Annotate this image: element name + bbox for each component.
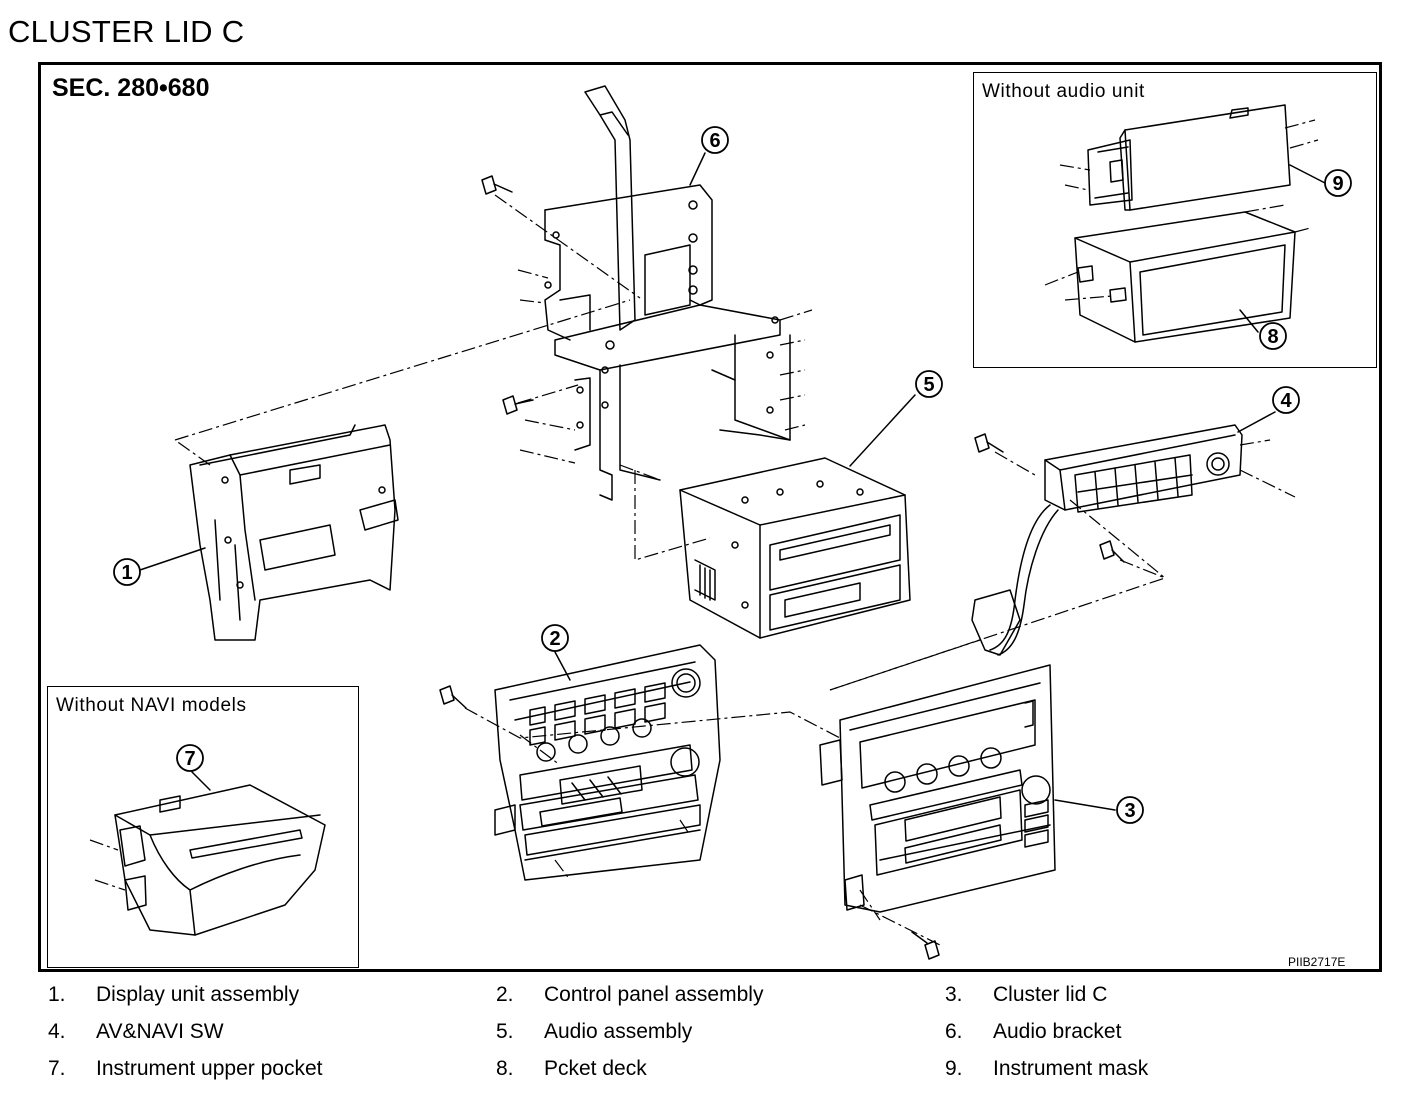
legend-number: 1. bbox=[48, 983, 66, 1006]
legend-label: AV&NAVI SW bbox=[96, 1020, 224, 1043]
callout-1: 1 bbox=[113, 558, 141, 586]
svg-text:4: 4 bbox=[1280, 390, 1292, 412]
callout-9: 9 bbox=[1324, 169, 1352, 197]
pocket-deck-part bbox=[1074, 211, 1296, 343]
legend-label: Audio assembly bbox=[544, 1020, 693, 1043]
figure-code: PIIB2717E bbox=[1288, 955, 1346, 969]
legend-label: Audio bracket bbox=[993, 1020, 1122, 1043]
diagram-frame bbox=[38, 62, 1382, 972]
legend-label: Pcket deck bbox=[544, 1057, 647, 1080]
audio-bracket-part bbox=[544, 85, 791, 501]
callout-2: 2 bbox=[541, 624, 569, 652]
control-panel-part bbox=[494, 644, 721, 881]
callout-6: 6 bbox=[701, 126, 729, 154]
legend-number: 3. bbox=[945, 983, 963, 1006]
legend-label: Control panel assembly bbox=[544, 983, 764, 1006]
svg-text:8: 8 bbox=[1267, 326, 1278, 348]
cluster-lid-part bbox=[819, 664, 1056, 913]
svg-text:2: 2 bbox=[549, 628, 560, 650]
legend-number: 2. bbox=[496, 983, 514, 1006]
instrument-mask-part bbox=[1087, 104, 1291, 211]
callouts: 1 2 3 4 5 6 7 8 9 bbox=[113, 126, 1352, 824]
inset-without-audio-unit: Without audio unit bbox=[973, 72, 1377, 368]
inset-audio-title: Without audio unit bbox=[982, 81, 1145, 102]
legend-number: 5. bbox=[496, 1020, 514, 1043]
legend-number: 4. bbox=[48, 1020, 66, 1043]
svg-text:3: 3 bbox=[1124, 800, 1135, 822]
svg-text:9: 9 bbox=[1332, 173, 1343, 195]
legend-number: 9. bbox=[945, 1057, 963, 1080]
callout-8: 8 bbox=[1259, 322, 1287, 350]
callout-leaders bbox=[139, 152, 1326, 811]
legend-label: Display unit assembly bbox=[96, 983, 300, 1006]
screws bbox=[439, 175, 1125, 960]
audio-assembly-part bbox=[679, 457, 911, 639]
callout-4: 4 bbox=[1272, 386, 1300, 414]
callout-7: 7 bbox=[176, 744, 204, 772]
svg-text:1: 1 bbox=[121, 562, 132, 584]
legend-label: Cluster lid C bbox=[993, 983, 1108, 1006]
legend-label: Instrument upper pocket bbox=[96, 1057, 323, 1080]
legend-label: Instrument mask bbox=[993, 1057, 1149, 1080]
legend-number: 7. bbox=[48, 1057, 66, 1080]
display-unit-part bbox=[189, 424, 399, 641]
section-label: SEC. 280•680 bbox=[52, 74, 210, 102]
inset-without-navi-models: Without NAVI models bbox=[47, 686, 359, 968]
callout-5: 5 bbox=[915, 370, 943, 398]
instrument-upper-pocket-part bbox=[114, 784, 326, 936]
av-navi-switch-part bbox=[971, 424, 1243, 656]
inset-navi-title: Without NAVI models bbox=[56, 695, 247, 716]
svg-text:5: 5 bbox=[923, 374, 934, 396]
svg-text:6: 6 bbox=[709, 130, 720, 152]
page-title: CLUSTER LID C bbox=[8, 14, 245, 49]
callout-3: 3 bbox=[1116, 796, 1144, 824]
legend-number: 8. bbox=[496, 1057, 514, 1080]
svg-text:7: 7 bbox=[184, 748, 195, 770]
legend-number: 6. bbox=[945, 1020, 963, 1043]
